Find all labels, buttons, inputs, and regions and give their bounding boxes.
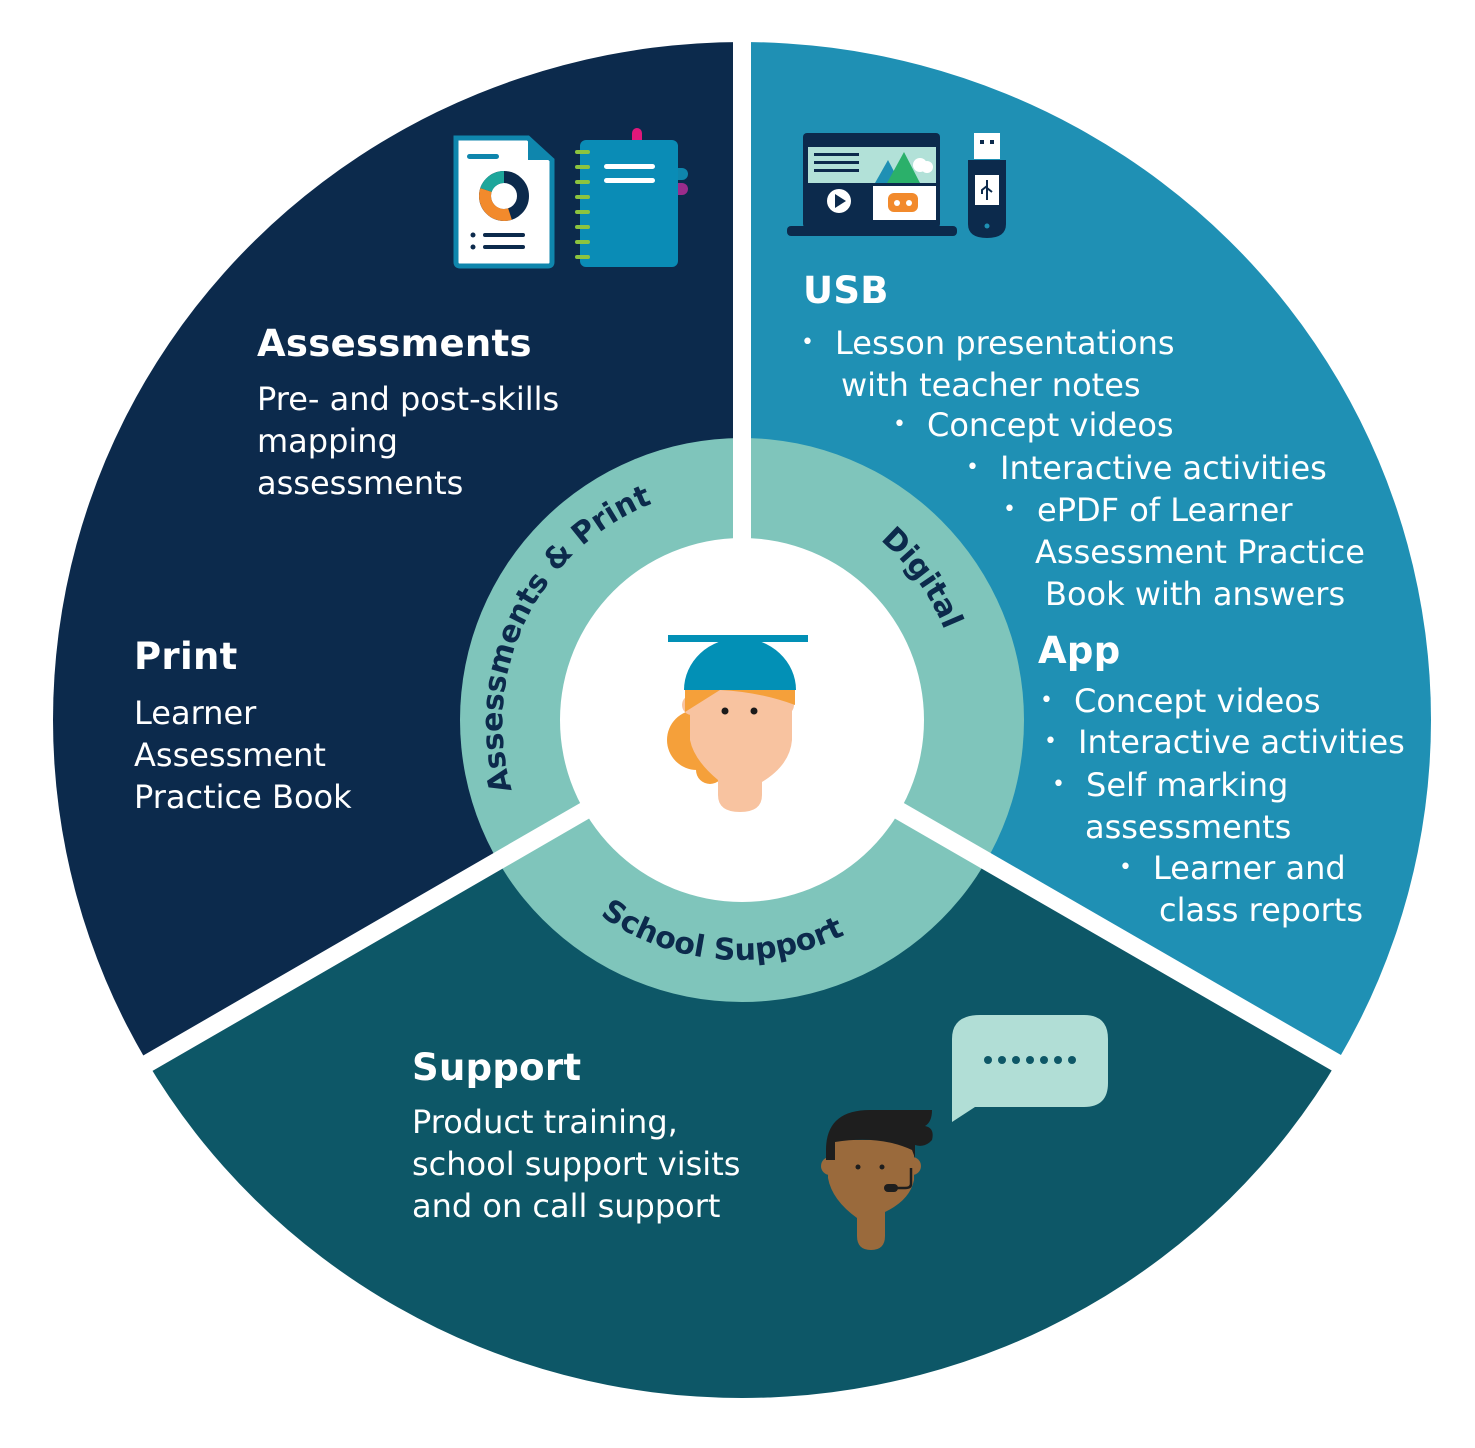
usb-bullet-text: Book with answers: [1045, 575, 1346, 613]
usb-bullet: • Lesson presentations with teacher notes: [801, 322, 1175, 406]
usb-bullet: • Interactive activities: [966, 447, 1327, 489]
report-document-icon: [453, 135, 555, 269]
bullet-dot: •: [1003, 497, 1016, 522]
app-bullet-text: Learner and: [1153, 849, 1346, 887]
assessments-line: mapping: [257, 422, 398, 460]
bullet-dot: •: [966, 455, 979, 480]
usb-bullet-text: Interactive activities: [1000, 449, 1327, 487]
bullet-dot: •: [1044, 729, 1057, 754]
assessments-heading: Assessments: [257, 322, 532, 365]
print-heading: Print: [134, 635, 238, 678]
usb-bullet-text: Assessment Practice: [1035, 533, 1365, 571]
divider-lower-right: [893, 802, 1425, 1119]
usb-bullet-text: Concept videos: [927, 406, 1174, 444]
bullet-dot: •: [1052, 772, 1065, 797]
support-line: Product training,: [412, 1103, 678, 1141]
app-bullet-text: class reports: [1159, 891, 1364, 929]
app-bullet-text: Interactive activities: [1078, 723, 1405, 761]
bullet-dot: •: [893, 412, 906, 437]
app-bullet: • Concept videos: [1040, 680, 1321, 722]
app-heading: App: [1038, 629, 1121, 672]
usb-bullet: • Concept videos: [893, 404, 1174, 446]
support-agent-icon: [821, 1110, 933, 1250]
support-heading: Support: [412, 1046, 582, 1089]
print-line: Assessment: [134, 736, 326, 774]
app-bullet: • Interactive activities: [1044, 721, 1405, 763]
support-line: school support visits: [412, 1145, 741, 1183]
speech-bubble-icon: [952, 1015, 1108, 1122]
print-description: Learner Assessment Practice Book: [134, 692, 352, 818]
assessments-description: Pre- and post-skills mapping assessments: [257, 378, 559, 504]
app-bullet: • Self marking assessments: [1052, 764, 1291, 848]
bullet-dot: •: [1040, 688, 1053, 713]
usb-bullet-text: with teacher notes: [841, 366, 1141, 404]
assessments-line: assessments: [257, 464, 464, 502]
support-description: Product training, school support visits …: [412, 1101, 740, 1227]
app-bullet-text: assessments: [1085, 808, 1292, 846]
usb-drive-icon: [968, 133, 1006, 238]
app-bullet-text: Self marking: [1086, 766, 1289, 804]
support-line: and on call support: [412, 1187, 721, 1225]
laptop-media-icon: [787, 133, 957, 236]
graduate-student-icon: [667, 635, 808, 812]
app-bullet-text: Concept videos: [1074, 682, 1321, 720]
bullet-dot: •: [801, 330, 814, 355]
print-line: Practice Book: [134, 778, 352, 816]
sector-dividers: [55, 0, 1425, 1122]
usb-bullet-text: ePDF of Learner: [1037, 491, 1293, 529]
notebook-icon: [575, 128, 688, 267]
bullet-dot: •: [1119, 855, 1132, 880]
usb-bullet: • ePDF of Learner Assessment Practice Boo…: [1003, 489, 1365, 615]
usb-heading: USB: [803, 269, 889, 312]
app-bullet: • Learner and class reports: [1119, 847, 1363, 931]
usb-bullet-text: Lesson presentations: [835, 324, 1175, 362]
print-line: Learner: [134, 694, 257, 732]
divider-lower-left: [55, 802, 591, 1122]
assessments-line: Pre- and post-skills: [257, 380, 560, 418]
